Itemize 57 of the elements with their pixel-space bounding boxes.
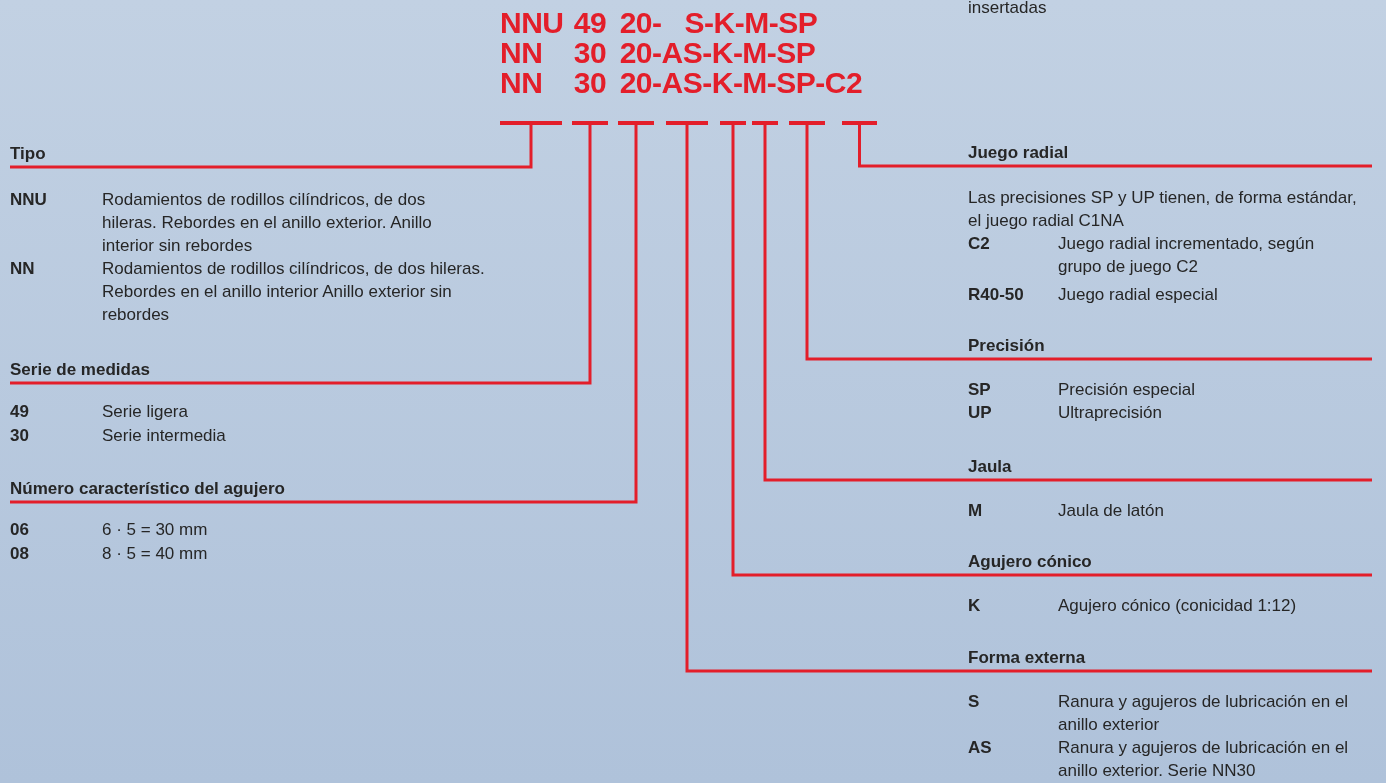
description-text: Rodamientos de rodillos cilíndricos, de dos hileras. Rebordes en el anillo interior Anillo exterior sin rebordes [102, 258, 486, 326]
description-text: Las precisiones SP y UP tienen, de forma estándar, el juego radial C1NA [968, 187, 1358, 232]
leader-line [10, 125, 533, 169]
section-heading: Número característico del agujero [10, 478, 285, 500]
code-key: 49 [10, 400, 29, 423]
code-key: K [968, 594, 981, 617]
code-key: SP [968, 378, 991, 401]
code-key: M [968, 499, 983, 522]
leader-line [685, 125, 968, 673]
description-text: Juego radial especial [1058, 284, 1219, 306]
section-heading: Serie de medidas [10, 359, 150, 381]
section-heading: Juego radial [968, 142, 1069, 164]
section-heading: Precisión [968, 335, 1045, 357]
designation-code: NNU 49 20- S-K-M-SP [500, 8, 818, 38]
code-key: C2 [968, 232, 990, 255]
code-key: 06 [10, 518, 29, 541]
bracket-bar [842, 121, 877, 125]
code-key: 08 [10, 542, 29, 565]
bracket-bar [618, 121, 654, 125]
code-key: NN [10, 257, 35, 280]
section-heading: Forma externa [968, 647, 1086, 669]
code-key: AS [968, 736, 992, 759]
code-key: S [968, 690, 980, 713]
designation-code: NN 30 20-AS-K-M-SP-C2 [500, 68, 863, 98]
description-text: Ranura y agujeros de lubricación en el anillo exterior [1058, 691, 1350, 736]
description-text: Jaula de latón [1058, 500, 1165, 522]
bracket-bar [500, 121, 562, 125]
leader-line [763, 125, 968, 482]
code-key: NNU [10, 188, 47, 211]
description-text: Precisión especial [1058, 379, 1196, 401]
description-text: Ranura y agujeros de lubricación en el anillo exterior. Serie NN30 [1058, 737, 1350, 782]
leader-line [10, 125, 592, 385]
designation-code: NN 30 20-AS-K-M-SP [500, 38, 816, 68]
leader-line [805, 125, 968, 361]
description-text: Serie ligera [102, 401, 189, 423]
section-heading: Jaula [968, 456, 1012, 478]
bracket-bar [666, 121, 708, 125]
code-key: UP [968, 401, 992, 424]
code-key: 30 [10, 424, 29, 447]
description-text: Serie intermedia [102, 425, 227, 447]
description-text: Rodamientos de rodillos cilíndricos, de dos hileras. Rebordes en el anillo exterior. Anillo interior sin rebordes [102, 189, 433, 257]
description-text: insertadas [968, 0, 1048, 19]
leader-line [731, 125, 968, 577]
leader-line [10, 125, 638, 504]
code-key: R40-50 [968, 283, 1024, 306]
bracket-bar [572, 121, 608, 125]
description-text: Ultraprecisión [1058, 402, 1163, 424]
section-heading: Tipo [10, 143, 46, 165]
bracket-bar [720, 121, 746, 125]
description-text: 6 · 5 = 30 mm [102, 519, 209, 541]
bracket-bar [789, 121, 825, 125]
description-text: Agujero cónico (conicidad 1:12) [1058, 595, 1298, 617]
description-text: Juego radial incrementado, según grupo de juego C2 [1058, 233, 1316, 278]
description-text: 8 · 5 = 40 mm [102, 543, 209, 565]
leader-line [858, 125, 968, 168]
bracket-bar [752, 121, 778, 125]
section-heading: Agujero cónico [968, 551, 1092, 573]
